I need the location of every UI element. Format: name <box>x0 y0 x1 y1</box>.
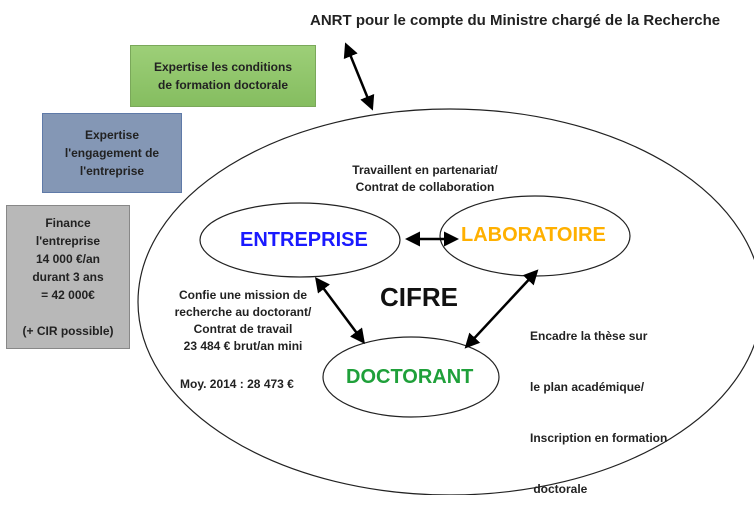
box-formation-doctorale: Expertise les conditions de formation doc… <box>130 45 316 107</box>
box-line: Finance <box>45 216 91 230</box>
box-line: 14 000 €/an <box>35 252 101 266</box>
box-line: (+ CIR possible) <box>22 324 114 338</box>
relation-line: Contrat de collaboration <box>355 180 495 194</box>
cifre-outer-ellipse <box>137 108 754 495</box>
relation-line: Travaillent en partenariat/ <box>352 163 498 177</box>
laboratoire-label: LABORATOIRE <box>461 224 606 246</box>
doctorant-label: DOCTORANT <box>346 366 474 388</box>
relation-line: Confie une mission de <box>178 288 307 302</box>
anrt-arrow <box>343 42 375 111</box>
average-salary: Moy. 2014 : 28 473 € <box>180 377 294 391</box>
doctorant-ellipse <box>322 336 500 418</box>
box-line: l'engagement de <box>64 146 160 160</box>
relation-line: Encadre la thèse sur <box>530 329 648 343</box>
box-line: = 42 000€ <box>41 288 95 302</box>
anrt-title: ANRT pour le compte du Ministre chargé d… <box>310 12 721 29</box>
ent-doc-arrow <box>315 276 365 345</box>
relation-line: recherche au doctorant/ <box>174 305 312 319</box>
box-line: durant 3 ans <box>32 270 104 284</box>
relation-line: le plan académique/ <box>530 380 645 394</box>
entreprise-ellipse <box>199 202 401 278</box>
cifre-label: CIFRE <box>380 282 458 312</box>
relation-line: Contrat de travail <box>193 322 293 336</box>
ent-lab-relation: Travaillent en partenariat/ Contrat de c… <box>330 162 520 196</box>
relation-line: 23 484 € brut/an mini <box>183 339 303 353</box>
lab-doc-arrow <box>464 269 539 349</box>
box-line: l'entreprise <box>79 164 145 178</box>
box-line: Expertise les conditions <box>153 60 293 74</box>
lab-doc-relation: Encadre la thèse sur le plan académique/… <box>530 294 667 515</box>
entreprise-label: ENTREPRISE <box>240 229 368 251</box>
diagram-lines <box>137 42 754 495</box>
relation-line: Inscription en formation <box>530 431 668 445</box>
box-line: Expertise <box>84 128 140 142</box>
box-line: de formation doctorale <box>157 78 288 92</box>
box-financement: Finance l'entreprise 14 000 €/an durant … <box>6 205 130 349</box>
relation-line: doctorale <box>530 482 588 496</box>
box-line: l'entreprise <box>35 234 101 248</box>
ent-doc-relation: Confie une mission de recherche au docto… <box>168 287 318 355</box>
box-engagement-entreprise: Expertise l'engagement de l'entreprise <box>42 113 182 193</box>
